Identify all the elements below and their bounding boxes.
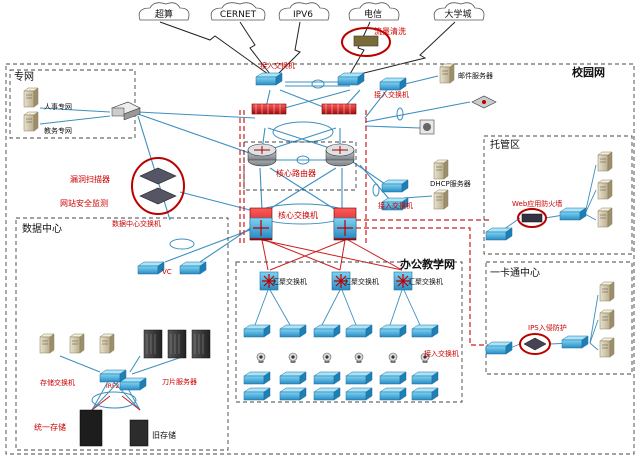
vuln-scanner-label: 漏洞扫描器 [70,174,110,184]
scanner-appliances [131,157,185,215]
switch-icon [559,207,587,221]
office-net-region [235,261,463,403]
net-monitor-label: 网站安全监测 [60,198,108,208]
switch-icon [179,261,207,275]
firewall-icon [321,103,357,115]
blade-server-label: 刀片服务器 [162,377,197,386]
switch-icon [485,227,513,241]
core-switch-icon [249,207,273,241]
switch-icon [485,341,513,355]
hosting-region [483,135,633,255]
switch-icon [381,179,409,193]
unified-storage-label: 统一存储 [34,422,66,432]
internet-clouds: 超算 CERNET IPV6 电信 大学城 [138,2,485,21]
access-switch-label: 接入交换机 [374,90,409,99]
data-center-region [15,217,229,451]
cloud-label: 大学城 [444,8,471,20]
storage-switch-icon [99,369,127,383]
security-appliance-icon [471,95,497,109]
gateway-device-icon [111,101,141,121]
labels: 校园网 专网 人事专网 教务专网 接入交换机 流量清洗 接入交换机 邮件服务器 … [14,26,605,440]
core-router-region [243,141,357,191]
agg-switch-label: 汇聚交换机 [344,277,379,286]
office-access-switches [243,324,439,401]
server-icon [39,333,55,354]
switch-icon [561,335,589,349]
server-icon [99,333,115,354]
server-icon [23,111,39,132]
server-icon [433,159,449,180]
old-storage-label: 旧存储 [152,430,176,440]
hosting-label: 托管区 [490,138,520,151]
cloud-cernet: CERNET [210,2,266,21]
campus-net-label: 校园网 [572,65,605,79]
cloud-supercomputing: 超算 [138,2,190,21]
vc-label: VC [162,268,172,276]
router-icon [325,143,355,167]
server-icon [597,207,613,228]
office-net-label: 办公教学网 [400,257,455,271]
router-icon [247,143,277,167]
waf-label: Web应用防火墙 [512,199,562,208]
data-center-label: 数据中心 [22,222,62,235]
edge-switch-icon [337,72,365,86]
agg-switch-label: 汇聚交换机 [408,277,443,286]
server-icon [69,333,85,354]
dhcp-server-label: DHCP服务器 [430,179,471,188]
devices [23,27,615,447]
mail-server-label: 邮件服务器 [458,71,493,80]
server-icon [439,63,455,84]
server-icon [599,337,615,358]
hr-net-label: 人事专网 [44,102,72,111]
private-net-region [9,69,136,139]
agg-switch-label: 汇聚交换机 [272,277,307,286]
storage-switch-label: 存储交换机 [40,378,75,387]
campus-net-region [5,63,635,455]
access-switch-label: 接入交换机 [378,201,413,210]
switch-icon [137,261,165,275]
cloud-ipv6: IPV6 [278,2,330,21]
cloud-university-city: 大学城 [433,2,485,21]
server-icon [433,189,449,210]
core-router-label: 核心路由器 [276,168,316,178]
traffic-clean-label: 流量清洗 [374,26,406,36]
irf-label: IRF2 [106,383,119,390]
blade-server-icon [143,329,211,359]
card-center-label: 一卡通中心 [490,266,540,279]
cloud-label: CERNET [220,10,257,20]
edu-net-label: 教务专网 [44,126,72,135]
ips-icon [519,333,551,355]
ips-label: IPS入侵防护 [528,323,567,332]
server-icon [599,281,615,302]
core-switch-icon [333,207,357,241]
connection-lines [39,21,599,411]
camera-device-icon [419,119,435,135]
region-boxes [5,63,635,455]
core-switch-label: 核心交换机 [278,210,318,220]
traffic-cleaning-device [341,27,391,57]
cloud-label: IPV6 [293,10,313,20]
dc-switch-label: 数据中心交换机 [112,219,161,228]
cloud-label: 超算 [155,8,173,20]
access-switch-label: 接入交换机 [424,349,459,358]
cloud-label: 电信 [364,8,382,20]
server-icon [597,179,613,200]
cloud-telecom: 电信 [348,2,400,21]
switch-icon [379,77,407,91]
server-icon [599,309,615,330]
waf-icon [517,208,547,228]
firewall-icon [251,103,287,115]
server-icon [23,87,39,108]
private-net-label: 专网 [14,70,34,83]
storage-switch-icon [119,377,147,391]
access-switch-label: 接入交换机 [260,61,295,70]
card-center-region [485,261,633,375]
server-icon [597,151,613,172]
edge-switch-icon [255,72,283,86]
storage-array-icon [79,409,149,447]
